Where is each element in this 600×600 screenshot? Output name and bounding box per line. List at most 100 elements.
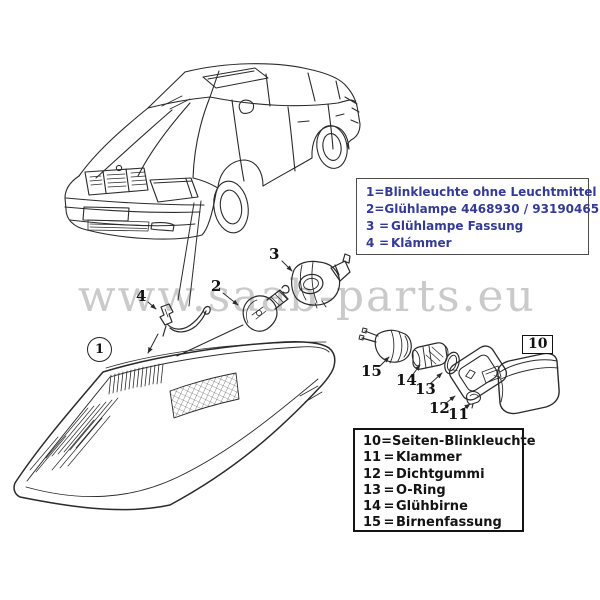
- leader-callout-13: [429, 372, 443, 385]
- side-clip11-drawing: [466, 390, 481, 409]
- legend-item-label: Klámmer: [391, 236, 452, 250]
- callout-12-gasket: 12: [429, 399, 450, 417]
- car-rear-details: [344, 96, 360, 124]
- leader-callout-15: [379, 356, 390, 367]
- car-headlight: [149, 177, 199, 203]
- leader-car-to-parts-1: [177, 202, 195, 301]
- legend-row: 2 = Glühlampe 4468930 / 93190465: [366, 201, 599, 218]
- bulb-holder15-drawing: [358, 327, 412, 364]
- legend-item-number: 13: [363, 482, 382, 498]
- legend-blinker-parts: 1 = Blinkleuchte ohne Leuchtmittel 2 = G…: [356, 178, 599, 255]
- legend-item-number: 3: [366, 219, 375, 233]
- car-front-rim: [219, 189, 243, 225]
- leader-callout-14: [410, 364, 421, 378]
- callout-15-bulb-holder: 15: [361, 362, 382, 380]
- side-lamp10-drawing: [481, 352, 560, 415]
- legend-item-number: 15: [363, 515, 382, 531]
- legend-equals: =: [374, 185, 385, 199]
- leader-arrow-to-lens: [147, 333, 159, 354]
- car-front-wheel: [213, 180, 249, 234]
- legend-equals: =: [378, 236, 390, 250]
- car-quarter-pillar: [335, 80, 341, 100]
- lens-vertical-hatch: [108, 363, 164, 395]
- callout-1-headlamp: 1: [87, 337, 112, 362]
- callout-3-socket: 3: [269, 245, 280, 263]
- headlamp-lens-drawing: [13, 341, 336, 511]
- legend-row: 10 = Seiten-Blinkleuchte: [363, 434, 536, 450]
- leader-callout-4: [147, 301, 157, 310]
- car-grille: [84, 167, 149, 196]
- legend-row: 3 = Glühlampe Fassung: [366, 218, 582, 235]
- legend-item-number: 11: [363, 450, 382, 466]
- car-door-handles: [297, 113, 345, 123]
- legend-equals: =: [378, 219, 390, 233]
- legend-row: 12 = Dichtgummi: [363, 467, 518, 483]
- bulb-drawing: [242, 284, 290, 332]
- legend-item-label: Glühlampe Fassung: [391, 219, 524, 233]
- legend-side-blinker-parts: 10 = Seiten-Blinkleuchte 11 = Klammer 12…: [353, 428, 536, 532]
- legend-item-number: 1: [366, 185, 375, 199]
- legend-item-number: 2: [366, 202, 375, 216]
- legend-item-number: 12: [363, 466, 382, 482]
- legend-row: 13 = O-Ring: [363, 483, 518, 499]
- legend-equals: =: [383, 450, 395, 466]
- car-hood-left-edge: [78, 107, 149, 177]
- legend-row: 15 = Birnenfassung: [363, 515, 518, 531]
- leader-car-to-parts-2: [188, 200, 202, 307]
- car-illustration: [64, 63, 361, 240]
- car-wipers: [161, 95, 191, 110]
- car-fog-light: [150, 222, 175, 232]
- car-rear-rim: [322, 133, 342, 161]
- callout-11-side-clip: 11: [448, 405, 469, 423]
- legend-equals: =: [381, 434, 392, 449]
- car-door-cuts: [231, 99, 334, 182]
- legend-row: 4 = Klámmer: [366, 235, 582, 252]
- car-grille-slats: [89, 171, 148, 188]
- car-badge: [115, 164, 123, 172]
- lens-outline: [13, 341, 336, 511]
- car-a-pillar: [147, 71, 186, 109]
- car-rear-wheel: [316, 125, 348, 169]
- legend-equals: =: [383, 482, 395, 498]
- legend-item-number: 14: [363, 499, 382, 515]
- clip-drawing: [159, 303, 211, 337]
- car-c-pillar: [307, 72, 316, 102]
- callout-14-side-bulb: 14: [396, 371, 417, 389]
- car-hood-crease-2: [137, 102, 191, 177]
- leader-callout-3: [281, 260, 293, 272]
- socket-drawing: [291, 253, 351, 309]
- legend-item-label: Glühbirne: [396, 499, 468, 515]
- lens-diagonal-hatch: [29, 397, 119, 473]
- legend-row: 11 = Klammer: [363, 450, 518, 466]
- legend-equals: =: [383, 499, 395, 515]
- callout-2-bulb: 2: [211, 277, 222, 295]
- watermark-text: www.saab-parts.eu: [78, 271, 536, 322]
- car-right-pillar: [209, 70, 220, 98]
- callout-13-oring: 13: [415, 380, 436, 398]
- leader-callout-2: [222, 292, 239, 306]
- legend-item-label: Klammer: [396, 450, 462, 466]
- car-b-pillar: [265, 73, 271, 107]
- side-bulb14-drawing: [411, 342, 449, 370]
- legend-equals: =: [374, 202, 385, 216]
- car-lower-mesh: [87, 219, 150, 232]
- legend-item-label: Seiten-Blinkleuchte: [392, 434, 536, 449]
- car-hood-right-edge: [192, 96, 211, 179]
- legend-item-label: Birnenfassung: [396, 515, 502, 531]
- legend-equals: =: [383, 515, 395, 531]
- leader-callout-12: [444, 395, 456, 405]
- leader-bulb-to-lens: [176, 324, 244, 357]
- legend-item-number: 10: [363, 434, 382, 449]
- callout-4-clip: 4: [136, 287, 147, 305]
- car-lower-outline: [64, 125, 350, 240]
- car-mirror: [238, 99, 255, 114]
- legend-item-number: 4: [366, 236, 375, 250]
- legend-item-label: O-Ring: [396, 482, 446, 498]
- legend-item-label: Blinkleuchte ohne Leuchtmittel: [384, 185, 597, 199]
- car-body-outline: [184, 63, 361, 145]
- car-windshield-bottom: [147, 96, 211, 109]
- car-fender-line: [192, 177, 219, 189]
- legend-equals: =: [383, 466, 395, 482]
